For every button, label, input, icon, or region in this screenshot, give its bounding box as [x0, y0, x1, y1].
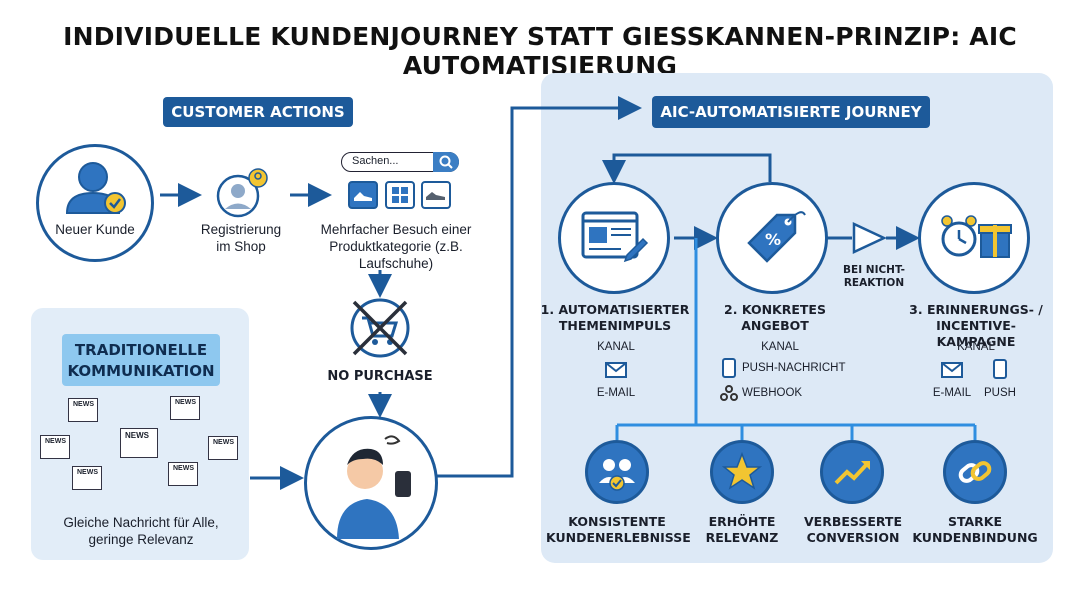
outcome-consistency: KONSISTENTE KUNDENERLEBNISSE	[546, 514, 691, 545]
aic-header: AIC-AUTOMATISIERTE JOURNEY	[652, 96, 930, 128]
newspaper-icon: NEWS	[72, 466, 102, 490]
step2-channel-push: PUSH-NACHRICHT	[742, 362, 846, 374]
step3-channel-email: E-MAIL	[932, 387, 972, 399]
traditional-header: TRADITIONELLE KOMMUNIKATION	[62, 334, 220, 386]
step3-channel-push: PUSH	[984, 387, 1016, 399]
smartphone-icon	[993, 359, 1007, 384]
step1-channel-label: KANAL	[597, 341, 635, 353]
webhook-icon	[720, 385, 738, 406]
register-icon	[214, 166, 270, 222]
shoe-category-icon	[348, 181, 378, 209]
email-icon	[941, 362, 963, 383]
page-title: INDIVIDUELLE KUNDENJOURNEY STATT GIESSKA…	[63, 22, 1017, 80]
traditional-caption: Gleiche Nachricht für Alle, geringe Rele…	[63, 515, 219, 547]
price-tag-icon: %	[747, 211, 806, 263]
newspaper-icon: NEWS	[168, 462, 198, 486]
star-icon	[710, 440, 774, 504]
smartphone-icon	[722, 358, 736, 383]
outcome-retention: STARKE KUNDENBINDUNG	[912, 514, 1038, 545]
users-check-icon	[585, 440, 649, 504]
step2-channel-webhook: WEBHOOK	[742, 387, 803, 399]
new-customer-label: Neuer Kunde	[55, 222, 135, 237]
email-icon	[605, 362, 627, 383]
no-purchase-label: NO PURCHASE	[327, 369, 433, 384]
customer-actions-header: CUSTOMER ACTIONS	[163, 97, 353, 127]
step1-title: 1. AUTOMATISIERTER THEMENIMPULS	[540, 302, 690, 333]
non-reaction-label: BEI NICHT-REAKTION	[843, 264, 905, 289]
chain-link-icon	[943, 440, 1007, 504]
new-customer-circle	[36, 144, 154, 262]
frustrated-customer-icon	[337, 435, 411, 539]
outcome-conversion: VERBESSERTE CONVERSION	[803, 514, 903, 545]
visit-label: Mehrfacher Besuch einer Produktkategorie…	[320, 222, 472, 271]
step1-circle	[558, 182, 670, 294]
step3-title: 3. ERINNERUNGS- / INCENTIVE-KAMPAGNE	[909, 302, 1043, 349]
outcome-relevance: ERHÖHTE RELEVANZ	[705, 514, 779, 545]
browser-edit-icon	[581, 211, 649, 263]
search-icon[interactable]	[433, 151, 459, 172]
search-input[interactable]: Sachen...	[341, 151, 459, 172]
user-check-icon	[65, 162, 126, 214]
step2-circle: %	[716, 182, 828, 294]
newspaper-icon: NEWS	[40, 435, 70, 459]
step2-channel-label: KANAL	[761, 341, 799, 353]
newspaper-icon: NEWS	[170, 396, 200, 420]
grid-category-icon	[385, 181, 415, 209]
step2-title: 2. KONKRETES ANGEBOT	[724, 302, 826, 333]
sneaker-category-icon	[421, 181, 451, 209]
trend-up-icon	[820, 440, 884, 504]
newspaper-icon: NEWS	[68, 398, 98, 422]
step3-channel-label: KANAL	[957, 341, 995, 353]
newspaper-icon: NEWS	[120, 428, 158, 458]
step1-channel-email: E-MAIL	[596, 387, 636, 399]
alarm-gift-icon	[941, 215, 1012, 258]
register-label: Registrierung im Shop	[200, 222, 282, 254]
svg-text:%: %	[765, 230, 781, 249]
no-cart-icon	[336, 296, 424, 360]
newspaper-icon: NEWS	[208, 436, 238, 460]
search-placeholder: Sachen...	[352, 155, 399, 167]
frustrated-customer-circle	[304, 416, 438, 550]
step3-circle	[918, 182, 1030, 294]
